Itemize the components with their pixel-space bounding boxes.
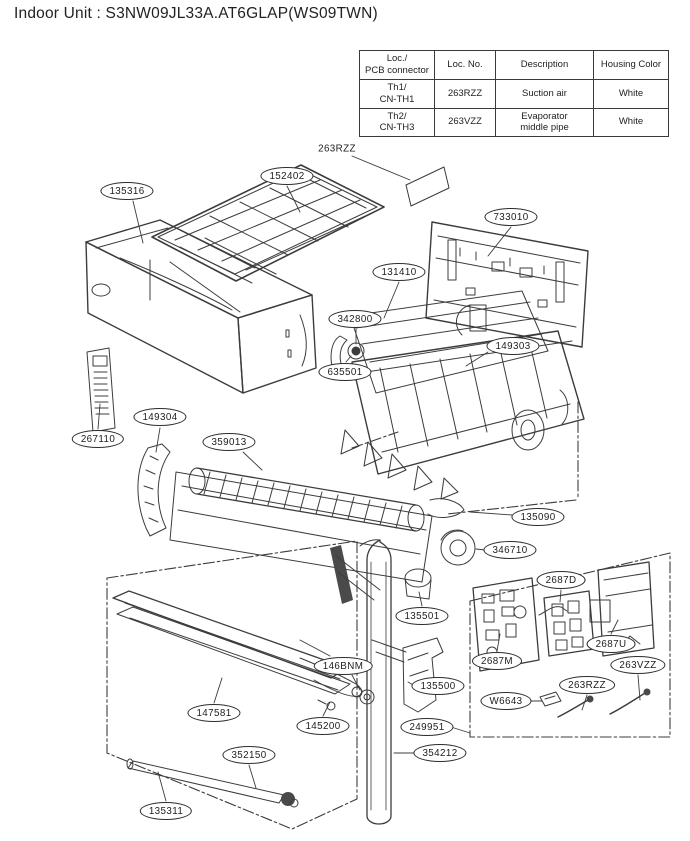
part-label: 2687M <box>472 652 522 670</box>
part-label: 149303 <box>486 337 540 355</box>
part-label: 135311 <box>139 802 193 820</box>
crossflow-fan-drawing <box>189 468 424 531</box>
vane-motor-drawing <box>405 569 431 599</box>
cell-loc-no: 263RZZ <box>434 78 496 109</box>
part-label: 135090 <box>511 508 565 526</box>
part-label: 147581 <box>187 704 241 722</box>
cell-description: Evaporator middle pipe <box>495 107 594 138</box>
part-label: 152402 <box>260 167 314 185</box>
part-label: 131410 <box>372 263 426 281</box>
part-label: 342800 <box>328 310 382 328</box>
part-label: 149304 <box>133 408 187 426</box>
part-label: 2687D <box>536 571 586 589</box>
table-row: Th1/ CN-TH1 263RZZ Suction air White <box>359 78 669 109</box>
part-label: 346710 <box>483 541 537 559</box>
part-label: 146BNM <box>313 657 373 675</box>
cell-connector: Th1/ CN-TH1 <box>359 78 435 109</box>
part-label: 263RZZ <box>559 676 615 694</box>
wire-harness-drawing <box>540 688 651 718</box>
sensor-spec-table: Loc./ PCB connector Loc. No. Description… <box>359 50 669 138</box>
part-label: 263RZZ <box>318 143 356 155</box>
evaporator-dashed-box <box>352 402 578 514</box>
part-label: W6643 <box>480 692 532 710</box>
table-row: Th2/ CN-TH3 263VZZ Evaporator middle pip… <box>359 107 669 138</box>
cell-housing-color: White <box>593 107 669 138</box>
cell-loc-no: 263VZZ <box>434 107 496 138</box>
sensor-sticker-drawing <box>406 167 449 206</box>
page-title: Indoor Unit : S3NW09JL33A.AT6GLAP(WS09TW… <box>14 5 378 22</box>
rear-mounting-plate-drawing <box>426 222 588 347</box>
front-assembly-dashed-box <box>107 541 357 829</box>
fan-motor-drawing <box>441 530 475 565</box>
part-label: 354212 <box>413 744 467 762</box>
part-label: 267110 <box>71 430 125 448</box>
part-label: 2687U <box>586 635 636 653</box>
drain-hose-drawing <box>360 540 391 824</box>
front-frame-drawing <box>170 472 464 604</box>
part-label: 249951 <box>400 718 454 736</box>
part-label: 359013 <box>202 433 256 451</box>
remote-control-drawing <box>87 348 115 432</box>
part-label: 135500 <box>411 677 465 695</box>
col-header-housing-color: Housing Color <box>593 50 669 80</box>
part-label: 135316 <box>100 182 154 200</box>
leader-lines <box>98 156 640 801</box>
side-bracket-drawing <box>138 444 170 536</box>
control-box-dashed-box <box>470 553 670 737</box>
cell-description: Suction air <box>495 78 594 109</box>
part-label: 352150 <box>222 746 276 764</box>
part-label: 263VZZ <box>610 656 666 674</box>
cell-connector: Th2/ CN-TH3 <box>359 107 435 138</box>
part-label: 733010 <box>484 208 538 226</box>
part-label: 145200 <box>296 717 350 735</box>
part-label: 135501 <box>395 607 449 625</box>
part-label: 635501 <box>318 363 372 381</box>
front-cabinet-drawing <box>86 220 316 393</box>
cell-housing-color: White <box>593 78 669 109</box>
